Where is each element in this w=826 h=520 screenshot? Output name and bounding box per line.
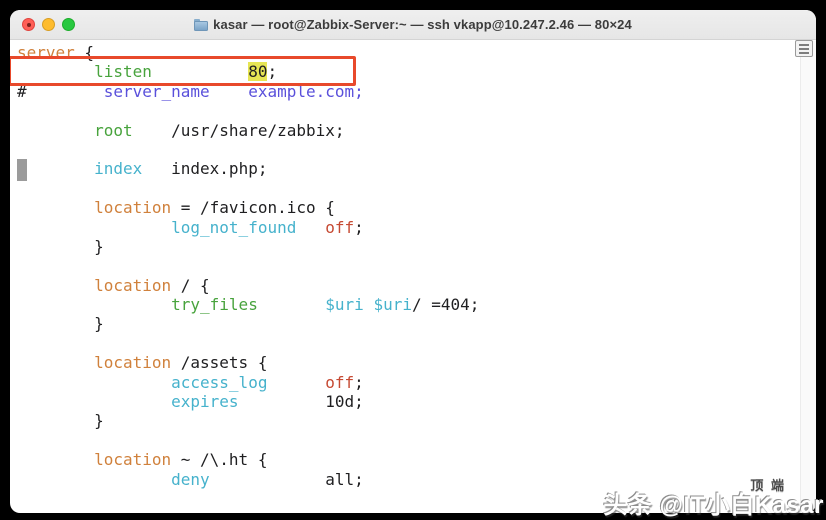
traffic-lights [22,10,75,39]
terminal-line [17,431,479,450]
split-pane-button[interactable] [795,40,813,57]
terminal-line [17,256,479,275]
folder-icon [194,18,209,31]
terminal-line: listen 80; [94,62,278,82]
terminal-cursor [17,159,27,181]
terminal-line: } [17,236,104,256]
close-button[interactable] [22,18,35,31]
watermark-overlay-text: 顶 端 [750,478,786,493]
terminal-line: location = /favicon.ico { [94,198,335,218]
terminal-line: deny all; [171,469,364,489]
terminal-line: root /usr/share/zabbix; [94,120,345,140]
terminal-line: server { [17,43,95,62]
terminal-line [17,140,479,159]
terminal-line [17,179,479,198]
terminal-line: index index.php; [94,159,268,179]
terminal-line: try_files $uri $uri/ =404; [171,295,480,315]
window-title: kasar — root@Zabbix-Server:~ — ssh vkapp… [213,17,632,32]
terminal-line: log_not_found off; [171,217,364,237]
zoom-button[interactable] [62,18,75,31]
titlebar[interactable]: kasar — root@Zabbix-Server:~ — ssh vkapp… [10,10,816,40]
terminal-line: access_log off; [171,372,364,392]
terminal-output: server { listen 80;# server_name example… [17,43,479,489]
terminal-line: location / { [94,275,210,295]
minimize-button[interactable] [42,18,55,31]
terminal-line: } [17,314,104,334]
terminal-line: location ~ /\.ht { [94,450,268,470]
highlighted-value: 80 [248,62,268,82]
terminal-window: kasar — root@Zabbix-Server:~ — ssh vkapp… [10,10,816,513]
terminal-line: expires 10d; [171,392,364,412]
terminal-line: # server_name example.com; [17,81,364,101]
window-title-group: kasar — root@Zabbix-Server:~ — ssh vkapp… [194,17,632,32]
terminal-line: location /assets { [94,353,268,373]
terminal-line [17,334,479,353]
terminal-line: } [17,411,104,431]
terminal-line [17,101,479,120]
watermark-text: 头条 @IT小白Kasar [603,492,824,519]
scrollbar-track[interactable] [800,41,816,513]
